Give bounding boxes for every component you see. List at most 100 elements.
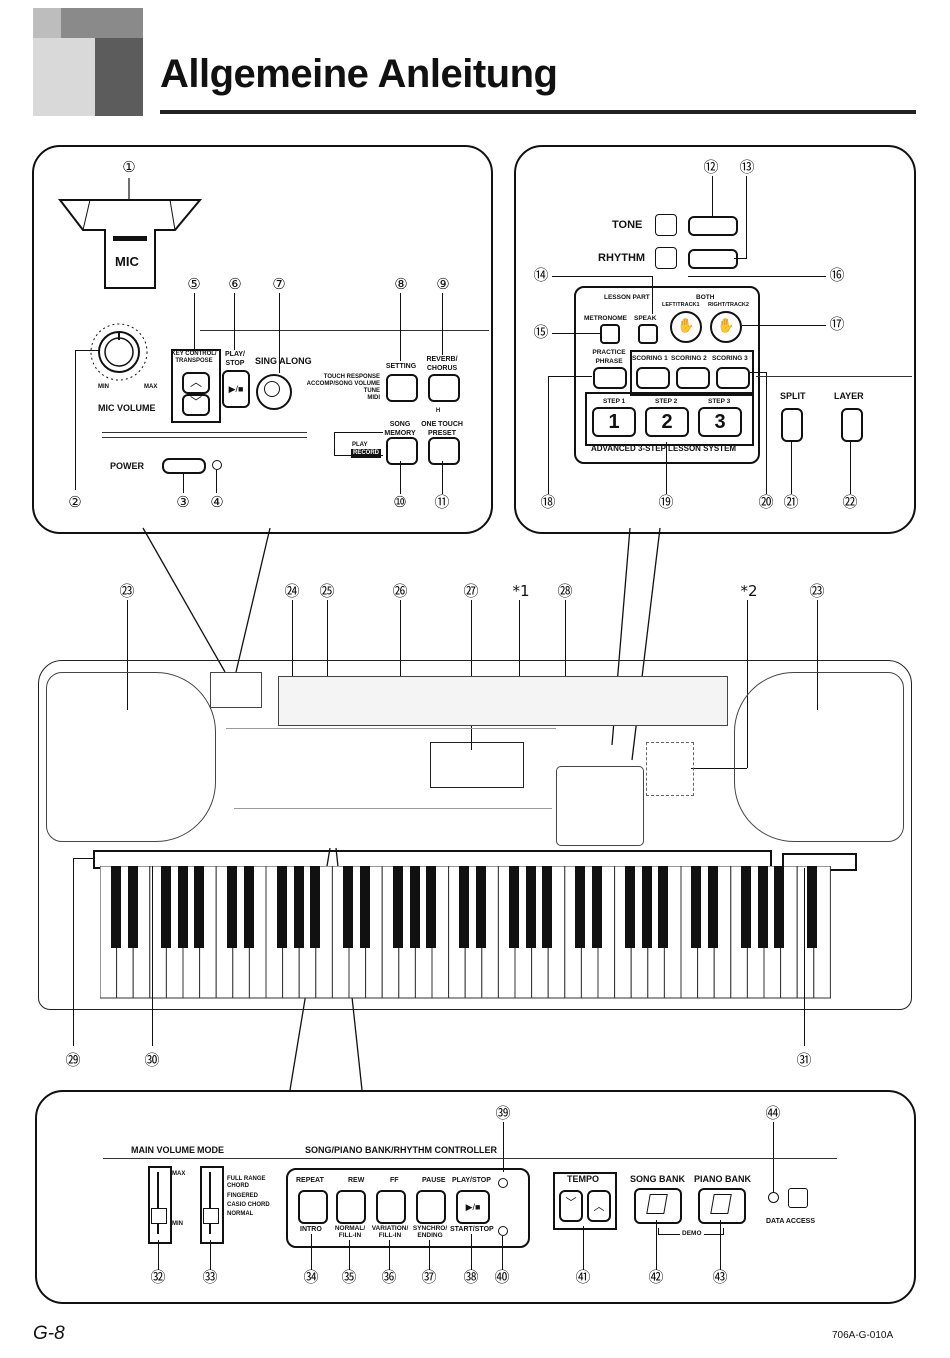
record-label: RECORD (351, 449, 382, 458)
callout-35: ㉟ (341, 1268, 357, 1286)
scoring1-button[interactable] (636, 367, 670, 389)
piano-keys[interactable] (100, 866, 840, 1002)
mic-volume-min: MIN (98, 384, 109, 390)
reverb-chorus-button[interactable] (428, 374, 460, 402)
callout-26: ㉖ (392, 582, 408, 600)
mic-volume-knob[interactable] (84, 320, 174, 390)
main-volume-slider[interactable] (148, 1166, 172, 1244)
right-hand-button[interactable] (710, 311, 742, 343)
callout-21: ㉑ (783, 493, 799, 511)
repeat-intro-button[interactable] (298, 1190, 328, 1224)
panel-rule-right (756, 376, 912, 377)
scoring3-button[interactable] (716, 367, 750, 389)
setting-button[interactable] (386, 374, 418, 402)
lesson-strip-small (556, 766, 644, 846)
variation-fillin-label: VARIATION/ FILL-IN (371, 1225, 409, 1239)
tempo-label: TEMPO (567, 1174, 600, 1184)
callout-star1: *1 (512, 582, 530, 600)
lesson-system-label: ADVANCED 3-STEP LESSON SYSTEM (591, 444, 737, 453)
metronome-button[interactable] (600, 324, 620, 344)
tone-button[interactable] (688, 216, 738, 236)
scoring3-label: SCORING 3 (712, 355, 748, 362)
synchro-ending-label: SYNCHRO/ ENDING (412, 1225, 448, 1239)
callout-14: ⑭ (533, 266, 549, 284)
callout-3: ③ (176, 493, 190, 511)
callout-2-leader (75, 350, 100, 351)
tempo-up-button[interactable]: ︿ (587, 1190, 611, 1222)
callout-27: ㉗ (463, 582, 479, 600)
callout-11: ⑪ (434, 493, 450, 511)
title-rule (160, 110, 916, 114)
demo-label: DEMO (680, 1229, 704, 1238)
callout-17: ⑰ (829, 315, 845, 333)
mic-label: MIC (115, 254, 139, 269)
piano-bank-label: PIANO BANK (694, 1174, 752, 1184)
mic-volume-label: MIC VOLUME (98, 403, 156, 413)
one-touch-preset-button[interactable] (428, 437, 460, 465)
key-control-box (171, 349, 221, 423)
lcd-display (430, 742, 524, 788)
scoring2-button[interactable] (676, 367, 710, 389)
step2-button[interactable]: 2 (645, 407, 689, 437)
step3-button[interactable]: 3 (698, 407, 742, 437)
callout-12: ⑫ (703, 158, 719, 176)
callout-41: ㊶ (575, 1268, 591, 1286)
intro-label: INTRO (300, 1226, 322, 1233)
callout-star2: *2 (740, 582, 758, 600)
setting-label: SETTING (385, 363, 417, 370)
play-stop-button[interactable]: ▶/■ (222, 370, 250, 408)
callout-5: ⑤ (187, 275, 201, 293)
tune-label: TUNE (363, 388, 380, 394)
song-memory-button[interactable] (386, 437, 418, 465)
split-button[interactable] (781, 408, 803, 442)
callout-39: ㊴ (495, 1104, 511, 1122)
play-label: PLAY (352, 442, 368, 448)
callout-2: ② (68, 493, 82, 511)
left-hand-button[interactable] (670, 311, 702, 343)
tempo-box (553, 1172, 617, 1230)
tempo-down-button[interactable]: ﹀ (559, 1190, 583, 1222)
pause-synchro-button[interactable] (416, 1190, 446, 1224)
controller-label: SONG/PIANO BANK/RHYTHM CONTROLLER (305, 1145, 497, 1155)
both-label: BOTH (696, 294, 715, 301)
song-bank-button[interactable] (634, 1188, 682, 1224)
key-down-button[interactable]: ﹀ (182, 394, 210, 416)
power-switch[interactable] (162, 458, 206, 474)
speaker-right (734, 672, 904, 842)
piano-bank-icon (710, 1194, 732, 1214)
speak-button[interactable] (638, 324, 658, 344)
mode-slider[interactable] (200, 1166, 224, 1244)
mic-holder-graphic (57, 178, 203, 289)
left-track-label: LEFT/TRACK1 (662, 302, 700, 308)
practice-phrase-button[interactable] (593, 367, 627, 389)
layer-button[interactable] (841, 408, 863, 442)
data-access-icon (788, 1188, 808, 1208)
panel-rule (102, 432, 307, 438)
data-access-led (768, 1192, 779, 1203)
step1-label: STEP 1 (603, 398, 626, 405)
mode-label: MODE (197, 1145, 224, 1155)
callout-13: ⑬ (739, 158, 755, 176)
callout-15: ⑮ (533, 323, 549, 341)
rhythm-button[interactable] (688, 249, 738, 269)
callout-8: ⑧ (394, 275, 408, 293)
callout-22: ㉒ (842, 493, 858, 511)
callout-33: ㉝ (202, 1268, 218, 1286)
repeat-label: REPEAT (296, 1177, 324, 1184)
callout-43: ㊸ (712, 1268, 728, 1286)
rew-normal-button[interactable] (336, 1190, 366, 1224)
key-up-button[interactable]: ︿ (182, 372, 210, 394)
sing-along-button[interactable] (256, 374, 292, 410)
callout-23-right: ㉓ (809, 582, 825, 600)
lower-control-strip (234, 808, 552, 847)
ff-variation-button[interactable] (376, 1190, 406, 1224)
h-label: H (435, 408, 441, 414)
piano-bank-button[interactable] (698, 1188, 746, 1224)
mode-knob[interactable] (203, 1208, 219, 1224)
keyboard-body (38, 660, 912, 1010)
play-stop-start-button[interactable]: ▶/■ (456, 1190, 490, 1224)
main-volume-knob[interactable] (151, 1208, 167, 1224)
right-hand-icon: ✋ (717, 317, 735, 333)
step1-button[interactable]: 1 (592, 407, 636, 437)
callout-31: ㉛ (796, 1051, 812, 1069)
